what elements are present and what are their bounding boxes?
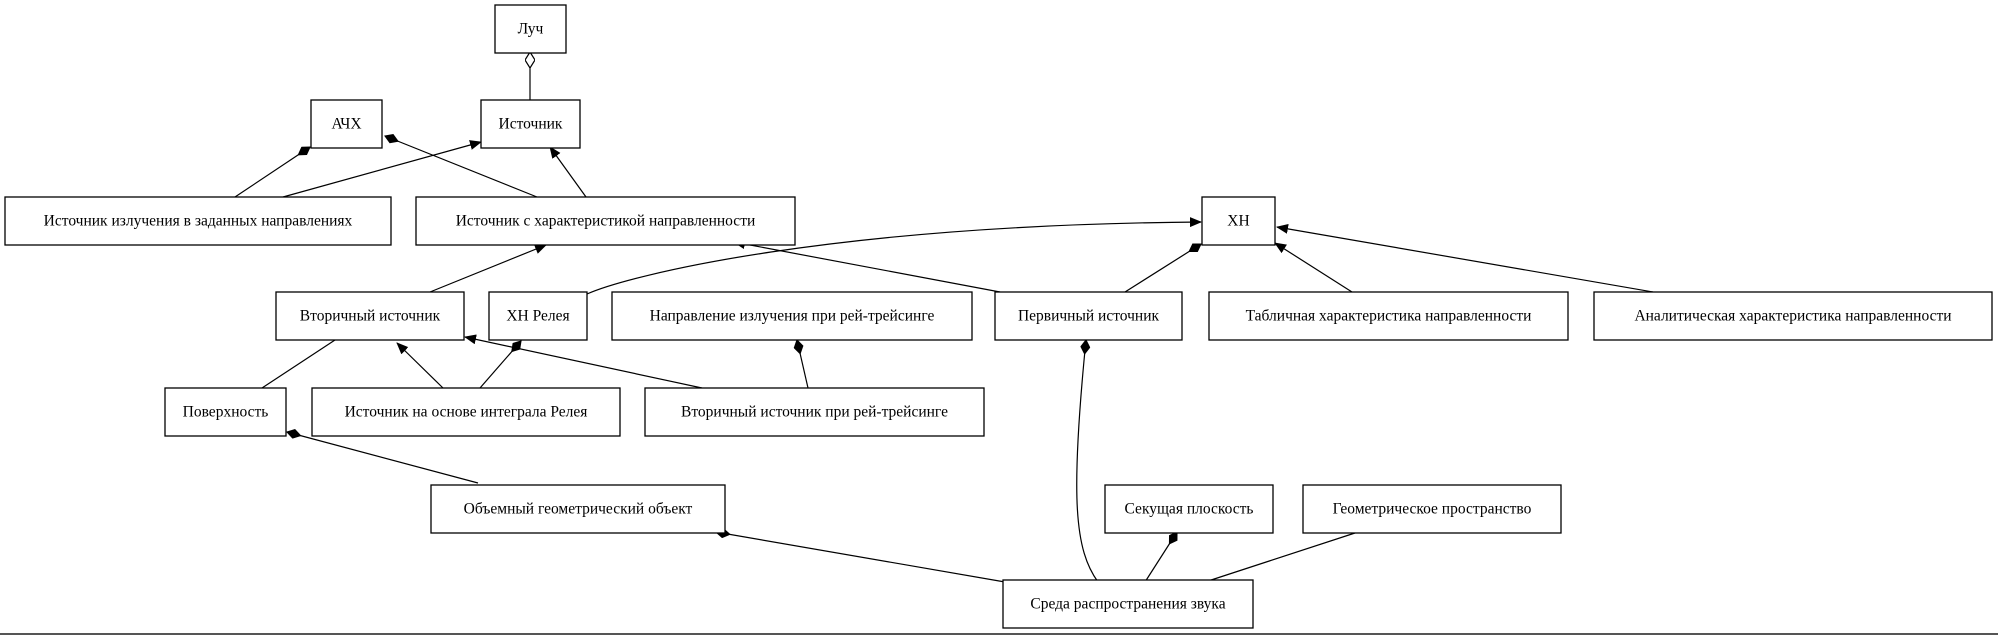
edge-ist-hn-istochnik	[549, 146, 587, 198]
edge-sreda-sek	[1144, 531, 1178, 583]
node-label: Источник излучения в заданных направлени…	[44, 213, 353, 230]
node-tabl: Табличная характеристика направленности	[1208, 291, 1569, 341]
edge-ist-rel-hn-releya	[479, 340, 522, 389]
page-bottom-border	[0, 633, 1998, 635]
edge-sreda-perv	[1076, 339, 1099, 583]
node-label: Табличная характеристика направленности	[1246, 308, 1532, 325]
edge-vtor-ist-hn	[429, 244, 547, 293]
node-anal: Аналитическая характеристика направленно…	[1593, 291, 1993, 341]
edges	[234, 53, 1654, 583]
node-label: Объемный геометрический объект	[464, 501, 693, 518]
node-label: Вторичный источник	[300, 308, 441, 325]
node-label: ХН	[1227, 213, 1249, 230]
edge-obj-poverh	[286, 428, 479, 484]
node-label: Поверхность	[183, 404, 269, 421]
edge-ist-izl-achh	[234, 146, 311, 198]
node-label: Геометрическое пространство	[1333, 501, 1532, 518]
node-vtor-ray: Вторичный источник при рей-трейсинге	[644, 387, 985, 437]
node-vtor: Вторичный источник	[275, 291, 465, 341]
node-napr: Направление излучения при рей-трейсинге	[611, 291, 973, 341]
node-label: Источник с характеристикой направленност…	[456, 213, 756, 230]
node-istochnik: Источник	[480, 99, 581, 149]
edge-sreda-obj	[715, 528, 1006, 583]
edge-perv-hn	[1124, 243, 1202, 293]
node-label: АЧХ	[331, 116, 361, 133]
node-ist-rel: Источник на основе интеграла Релея	[311, 387, 621, 437]
node-label: Источник	[499, 116, 563, 133]
edge-ist-hn-achh	[384, 133, 538, 198]
edge-anal-hn	[1276, 223, 1654, 293]
node-label: Направление излучения при рей-трейсинге	[650, 308, 935, 325]
node-label: Первичный источник	[1018, 308, 1160, 325]
node-achh: АЧХ	[310, 99, 383, 149]
edge-hn-releya-hn	[586, 217, 1202, 295]
edge-vtor-ray-vtor	[464, 334, 703, 389]
edge-perv-ist-hn	[733, 239, 1001, 293]
edge-poverh-vtor	[261, 339, 336, 389]
node-sek: Секущая плоскость	[1104, 484, 1274, 534]
node-ist-hn: Источник с характеристикой направленност…	[415, 196, 796, 246]
edge-ist-izl-istochnik	[282, 140, 482, 198]
node-label: Луч	[518, 21, 544, 38]
node-hn: ХН	[1201, 196, 1276, 246]
node-sreda: Среда распространения звука	[1002, 579, 1254, 629]
node-hn-releya: ХН Релея	[488, 291, 588, 341]
edge-ist-rel-vtor	[396, 342, 444, 389]
node-perv: Первичный источник	[994, 291, 1183, 341]
edge-sreda-geom	[1204, 532, 1356, 583]
node-poverh: Поверхность	[164, 387, 287, 437]
node-label: Секущая плоскость	[1125, 501, 1254, 518]
node-ist-izl: Источник излучения в заданных направлени…	[4, 196, 392, 246]
edge-tabl-hn	[1274, 242, 1353, 293]
nodes: Луч АЧХ Источник Источник излучения в за…	[4, 4, 1993, 629]
node-label: Среда распространения звука	[1030, 596, 1225, 613]
node-label: Аналитическая характеристика направленно…	[1634, 308, 1951, 325]
node-label: ХН Релея	[506, 308, 569, 325]
node-luch: Луч	[494, 4, 567, 54]
node-obj: Объемный геометрический объект	[430, 484, 726, 534]
node-geom: Геометрическое пространство	[1302, 484, 1562, 534]
node-label: Источник на основе интеграла Релея	[345, 404, 588, 421]
node-label: Вторичный источник при рей-трейсинге	[681, 404, 948, 421]
edge-vtor-ray-napr	[793, 339, 809, 389]
